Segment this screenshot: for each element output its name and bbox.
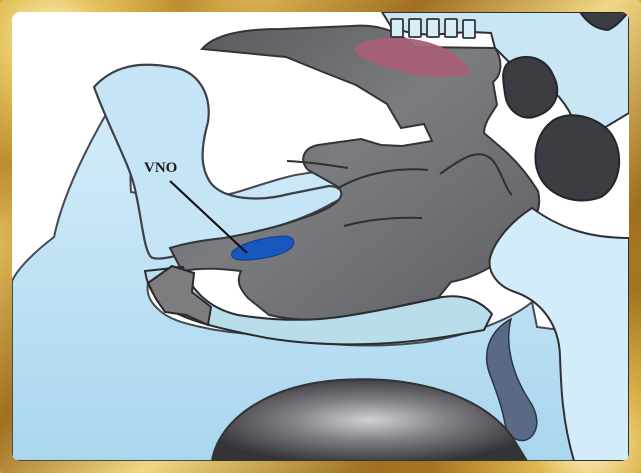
- vno-label: VNO: [144, 160, 177, 176]
- cribriform-plate: [391, 19, 475, 38]
- nasal-cavity-diagram: VNO: [12, 12, 629, 461]
- nasal-anatomy-illustration: VNO: [12, 12, 629, 461]
